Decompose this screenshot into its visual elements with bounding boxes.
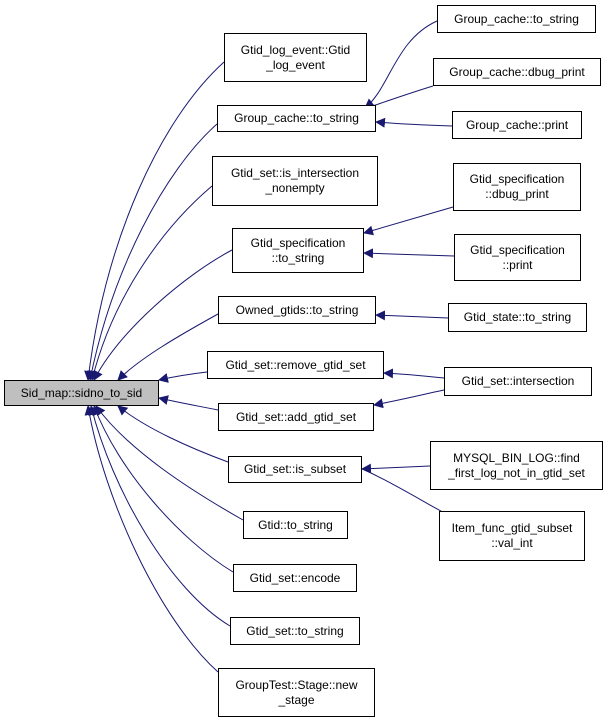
node-label: Gtid_set::add_gtid_set — [235, 409, 357, 424]
node-label: Group_cache::dbug_print — [449, 64, 585, 79]
node-label: Gtid_specification ::dbug_print — [469, 172, 565, 201]
edge-gtid-state-to-string-to-owned-gtids — [375, 310, 449, 321]
node-group-cache-print[interactable]: Group_cache::print — [452, 111, 582, 139]
node-group-cache-to-string-2[interactable]: Group_cache::to_string — [437, 5, 596, 33]
edge-intersection-to-add-gtid-set — [373, 389, 445, 409]
edge-gtid-set-is-intersection-nonempty-to-root — [89, 185, 213, 381]
edge-gtid-spec-dbug-print-to-gtid-spec — [363, 206, 454, 236]
node-label: Gtid_set::intersection — [461, 374, 575, 388]
node-group-cache-dbug-print[interactable]: Group_cache::dbug_print — [433, 58, 601, 86]
node-gtid-set-intersection[interactable]: Gtid_set::intersection — [444, 367, 592, 396]
node-item-func-gtid-subset-val-int[interactable]: Item_func_gtid_subset ::val_int — [439, 511, 585, 561]
node-label: Group_cache::print — [465, 117, 569, 132]
node-gtid-specification-to-string[interactable]: Gtid_specification ::to_string — [232, 228, 364, 273]
node-label: Gtid_set::remove_gtid_set — [225, 357, 366, 372]
edge-gtid-spec-print-to-gtid-spec — [363, 248, 455, 259]
node-group-cache-to-string[interactable]: Group_cache::to_string — [217, 105, 376, 132]
edge-mysql-bin-log-find-to-is-subset — [361, 463, 431, 474]
node-label: Group_cache::to_string — [234, 111, 359, 125]
node-label: Gtid_state::to_string — [463, 310, 572, 324]
node-label: Gtid_log_event::Gtid _log_event — [240, 42, 351, 72]
node-gtid-specification-print[interactable]: Gtid_specification ::print — [454, 234, 581, 281]
node-gtid-set-to-string[interactable]: Gtid_set::to_string — [230, 617, 360, 645]
node-label: Sid_map::sidno_to_sid — [20, 385, 143, 400]
node-gtid-set-remove-gtid-set[interactable]: Gtid_set::remove_gtid_set — [207, 351, 384, 379]
node-label: Gtid_set::is_subset — [243, 462, 347, 476]
edge-group-cache-to-string-to-root — [86, 123, 218, 381]
edge-gtid-set-encode-to-root — [92, 405, 234, 573]
node-label: Gtid_specification ::to_string — [250, 235, 346, 265]
node-gtid-set-add-gtid-set[interactable]: Gtid_set::add_gtid_set — [218, 403, 374, 431]
node-gtid-set-is-subset[interactable]: Gtid_set::is_subset — [228, 456, 362, 483]
node-gtid-set-encode[interactable]: Gtid_set::encode — [233, 564, 357, 592]
edge-gtid-log-event-to-root — [84, 61, 225, 381]
node-mysql-bin-log-find[interactable]: MYSQL_BIN_LOG::find _first_log_not_in_gt… — [430, 441, 603, 490]
node-owned-gtids-to-string[interactable]: Owned_gtids::to_string — [218, 296, 376, 324]
edge-is-subset-to-root — [117, 405, 229, 463]
edge-add-gtid-set-to-root — [158, 395, 219, 411]
node-label: Owned_gtids::to_string — [235, 302, 359, 317]
node-label: GroupTest::Stage::new _stage — [235, 677, 358, 707]
node-label: Gtid_set::to_string — [246, 623, 344, 638]
node-grouptest-stage-new-stage[interactable]: GroupTest::Stage::new _stage — [218, 668, 375, 717]
edge-gtid-to-string-to-root — [95, 405, 244, 521]
edge-group-cache-to-string-2-to-group-cache — [364, 20, 438, 109]
node-label: Gtid::to_string — [258, 517, 333, 532]
edge-intersection-to-remove-gtid-set — [383, 368, 445, 379]
node-label: Gtid_set::is_intersection _nonempty — [230, 166, 360, 195]
edge-group-cache-print-to-group-cache — [375, 117, 453, 128]
node-gtid-set-is-intersection-nonempty[interactable]: Gtid_set::is_intersection _nonempty — [212, 156, 378, 206]
edge-grouptest-new-stage-to-root — [84, 405, 219, 673]
node-gtid-specification-dbug-print[interactable]: Gtid_specification ::dbug_print — [453, 163, 581, 211]
edge-gtid-set-to-string-to-root — [88, 405, 231, 627]
edge-gtid-specification-to-string-to-root — [93, 249, 233, 381]
node-label: Gtid_specification ::print — [470, 242, 565, 272]
node-gtid-log-event[interactable]: Gtid_log_event::Gtid _log_event — [224, 33, 367, 82]
node-gtid-to-string[interactable]: Gtid::to_string — [243, 511, 348, 539]
node-label: MYSQL_BIN_LOG::find _first_log_not_in_gt… — [448, 450, 585, 480]
node-label: Item_func_gtid_subset ::val_int — [451, 521, 573, 550]
node-gtid-state-to-string[interactable]: Gtid_state::to_string — [448, 303, 587, 332]
node-sidno-to-sid: Sid_map::sidno_to_sid — [4, 380, 159, 406]
node-label: Gtid_set::encode — [249, 570, 341, 585]
node-label: Group_cache::to_string — [454, 11, 579, 26]
edge-owned-gtids-to-string-to-root — [117, 313, 219, 381]
edge-remove-gtid-set-to-root — [158, 371, 208, 383]
